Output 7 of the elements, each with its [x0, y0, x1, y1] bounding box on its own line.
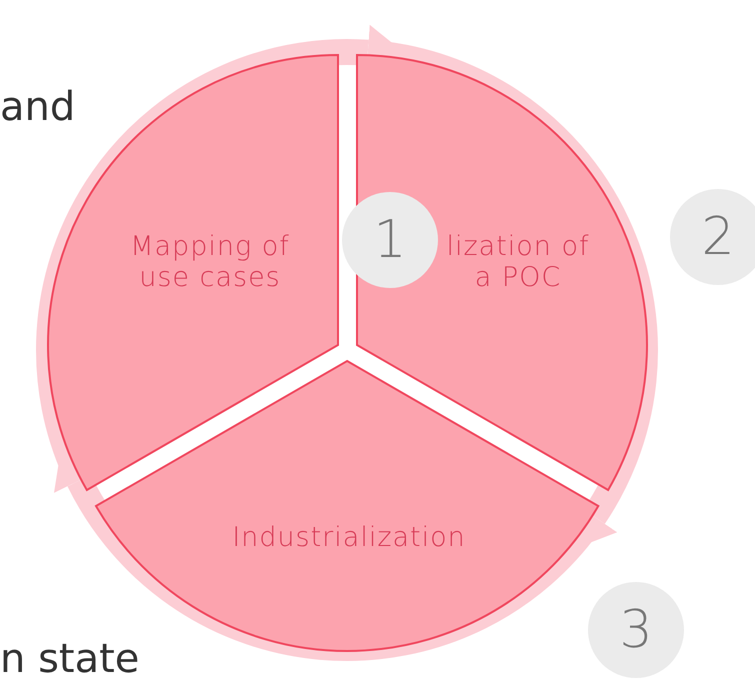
sector-label: lization of a POC — [445, 231, 591, 293]
step-number-badge: 2 — [670, 189, 755, 285]
text-fragment: and — [0, 84, 76, 130]
step-number-badge: 3 — [588, 582, 684, 678]
sector-label: Mapping of use cases — [129, 231, 291, 293]
sector-label: Industrialization — [231, 522, 467, 553]
text-fragment: n state — [0, 636, 140, 682]
